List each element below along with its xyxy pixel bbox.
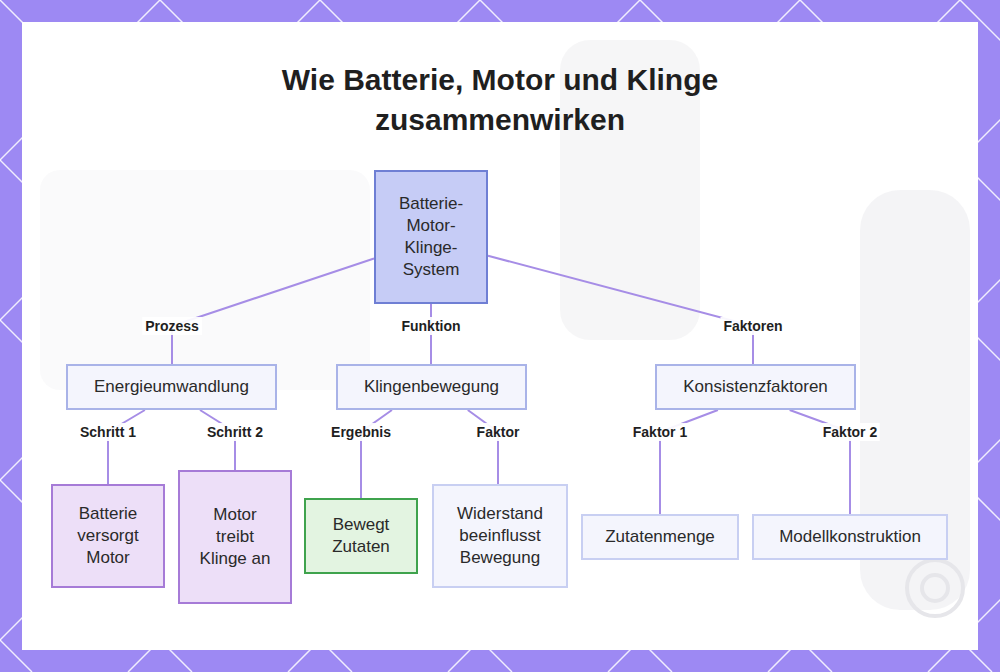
node-text: Motor treibt Klinge an <box>194 504 276 570</box>
edge-label: Faktor 2 <box>820 423 880 441</box>
step-box: Batterie versorgt Motor <box>51 484 165 588</box>
node-text: Zutatenmenge <box>605 526 715 548</box>
category-box: Klingenbewegung <box>336 364 527 410</box>
factor-box: Widerstand beeinflusst Bewegung <box>432 484 568 588</box>
edge-label: Faktoren <box>720 317 785 335</box>
node-text: Modellkonstruktion <box>779 526 921 548</box>
white-panel <box>22 22 978 650</box>
edge-label: Faktor 1 <box>630 423 690 441</box>
result-box: Bewegt Zutaten <box>304 498 418 574</box>
node-text: Klingenbewegung <box>364 376 499 398</box>
edge-label: Ergebnis <box>328 423 394 441</box>
node-text: Konsistenzfaktoren <box>683 376 828 398</box>
factor-box: Zutatenmenge <box>581 514 739 560</box>
node-text: Widerstand beeinflusst Bewegung <box>448 503 552 569</box>
edge-label: Funktion <box>398 317 463 335</box>
edge-label: Schritt 1 <box>77 423 139 441</box>
node-text: Bewegt Zutaten <box>320 514 402 558</box>
diagram-title: Wie Batterie, Motor und Klinge zusammenw… <box>240 60 760 140</box>
edge-label: Faktor <box>474 423 523 441</box>
step-box: Motor treibt Klinge an <box>178 470 292 604</box>
connector-line <box>108 410 145 484</box>
category-box: Konsistenzfaktoren <box>655 364 856 410</box>
connector-line <box>468 410 498 484</box>
edge-label: Schritt 2 <box>204 423 266 441</box>
faded-logo <box>907 560 963 616</box>
node-text: Energieumwandlung <box>94 376 249 398</box>
faded-background-area <box>40 170 370 390</box>
node-text: Batterie versorgt Motor <box>67 503 149 569</box>
category-box: Energieumwandlung <box>66 364 277 410</box>
connector-line <box>488 256 753 364</box>
system-box: Batterie- Motor- Klinge- System <box>374 170 488 304</box>
factor-box: Modellkonstruktion <box>752 514 948 560</box>
connector-line <box>172 258 374 364</box>
node-text: Batterie- Motor- Klinge- System <box>390 193 472 281</box>
edge-label: Prozess <box>142 317 202 335</box>
faded-logo <box>922 575 948 601</box>
